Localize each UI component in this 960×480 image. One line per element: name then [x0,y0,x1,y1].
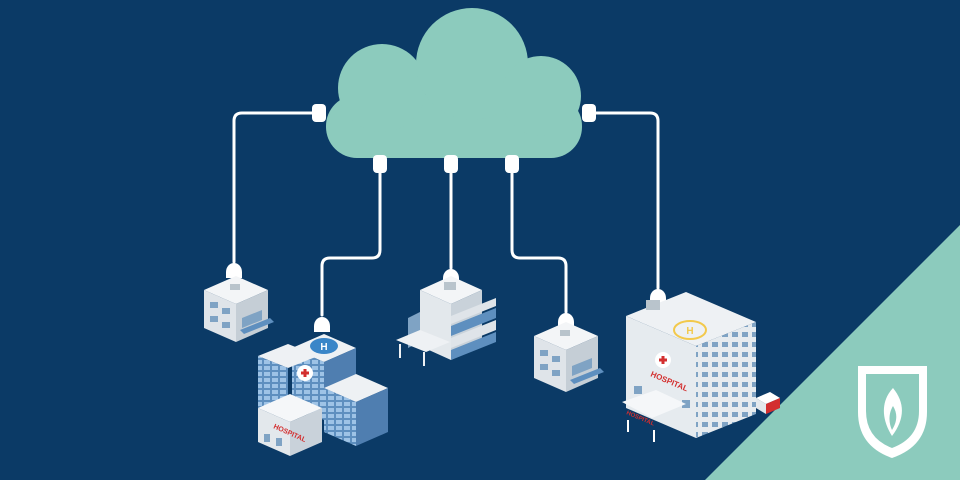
hospital-icon: H HOSPITAL [258,334,388,456]
ambulance-icon [756,392,780,414]
clinic-icon [204,276,274,342]
network-cables [232,111,660,317]
cloud-icon [326,8,582,158]
hospital-icon-right: H HOSPITAL HOSPITAL [622,292,756,442]
shield-flame-logo-icon [858,366,927,458]
helipad-letter: H [320,342,327,353]
helipad-letter-right: H [686,326,693,337]
clinic-icon-right [534,322,604,392]
cloud-connectors [312,104,596,173]
office-building-icon [396,276,496,366]
